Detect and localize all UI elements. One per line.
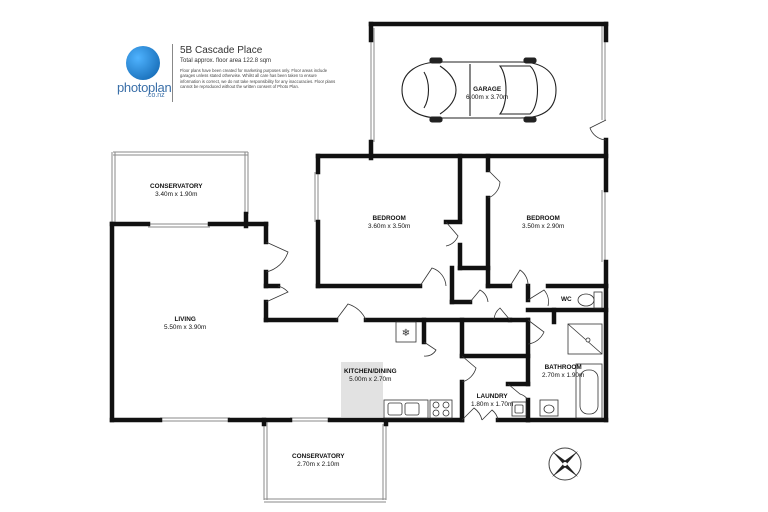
logo-wordmark: photoplan (117, 80, 172, 95)
room-label-bathroom: BATHROOM 2.70m x 1.90m (542, 364, 584, 379)
logo-globe-icon (126, 46, 160, 80)
basin-icon (539, 399, 559, 417)
car-icon (401, 57, 557, 123)
room-label-garage: GARAGE 6.00m x 3.70m (466, 86, 508, 101)
total-area: Total approx. floor area 122.8 sqm (180, 58, 272, 64)
room-size-living: 5.50m x 3.90m (164, 323, 207, 331)
logo-domain: .co.nz (146, 92, 165, 99)
room-name-bathroom: BATHROOM (544, 364, 582, 371)
room-label-bedroom-2: BEDROOM 3.50m x 2.90m (522, 215, 564, 230)
room-label-living: LIVING 5.50m x 3.90m (164, 316, 206, 331)
room-name-conservatory-top: CONSERVATORY (150, 183, 203, 190)
bathtub-icon (575, 363, 603, 419)
room-size-bedroom-1: 3.60m x 3.50m (368, 222, 411, 230)
room-name-laundry: LAUNDRY (476, 393, 508, 400)
room-size-bedroom-2: 3.50m x 2.90m (522, 222, 565, 230)
room-name-wc: WC (561, 296, 572, 303)
header-divider (172, 44, 173, 102)
room-size-laundry: 1.80m x 1.70m (471, 400, 514, 408)
walls (109, 21, 609, 427)
sink-icon (383, 399, 429, 419)
room-name-bedroom-2: BEDROOM (526, 215, 560, 222)
room-name-kitchen: KITCHEN/DINING (344, 368, 397, 375)
room-label-kitchen: KITCHEN/DINING 5.00m x 2.70m (344, 368, 397, 383)
room-size-conservatory-bottom: 2.70m x 2.10m (297, 460, 340, 468)
room-name-living: LIVING (174, 316, 196, 323)
fridge-icon: ❄ (395, 321, 417, 343)
shower-icon (567, 323, 603, 355)
toilet-icon (577, 291, 603, 309)
door-swings (265, 119, 607, 421)
room-size-bathroom: 2.70m x 1.90m (542, 371, 585, 379)
kitchen-floor (341, 362, 383, 417)
room-size-kitchen: 5.00m x 2.70m (349, 375, 392, 383)
compass-icon (548, 447, 582, 481)
disclaimer-text: Floor plans have been created for market… (180, 68, 336, 90)
room-label-conservatory-bottom: CONSERVATORY 2.70m x 2.10m (292, 453, 345, 468)
room-name-bedroom-1: BEDROOM (372, 215, 406, 222)
laundry-tub-icon (511, 401, 527, 417)
room-label-wc: WC (561, 296, 572, 304)
svg-text:❄: ❄ (402, 328, 410, 339)
room-name-conservatory-bottom: CONSERVATORY (292, 453, 345, 460)
room-label-conservatory-top: CONSERVATORY 3.40m x 1.90m (150, 183, 203, 198)
room-label-laundry: LAUNDRY 1.80m x 1.70m (471, 393, 513, 408)
windows (111, 22, 606, 503)
stove-icon (429, 399, 453, 419)
room-name-garage: GARAGE (473, 86, 502, 93)
room-size-garage: 6.00m x 3.70m (466, 93, 509, 101)
page-title: 5B Cascade Place (180, 45, 263, 56)
room-label-bedroom-1: BEDROOM 3.60m x 3.50m (368, 215, 410, 230)
room-size-conservatory-top: 3.40m x 1.90m (155, 190, 198, 198)
